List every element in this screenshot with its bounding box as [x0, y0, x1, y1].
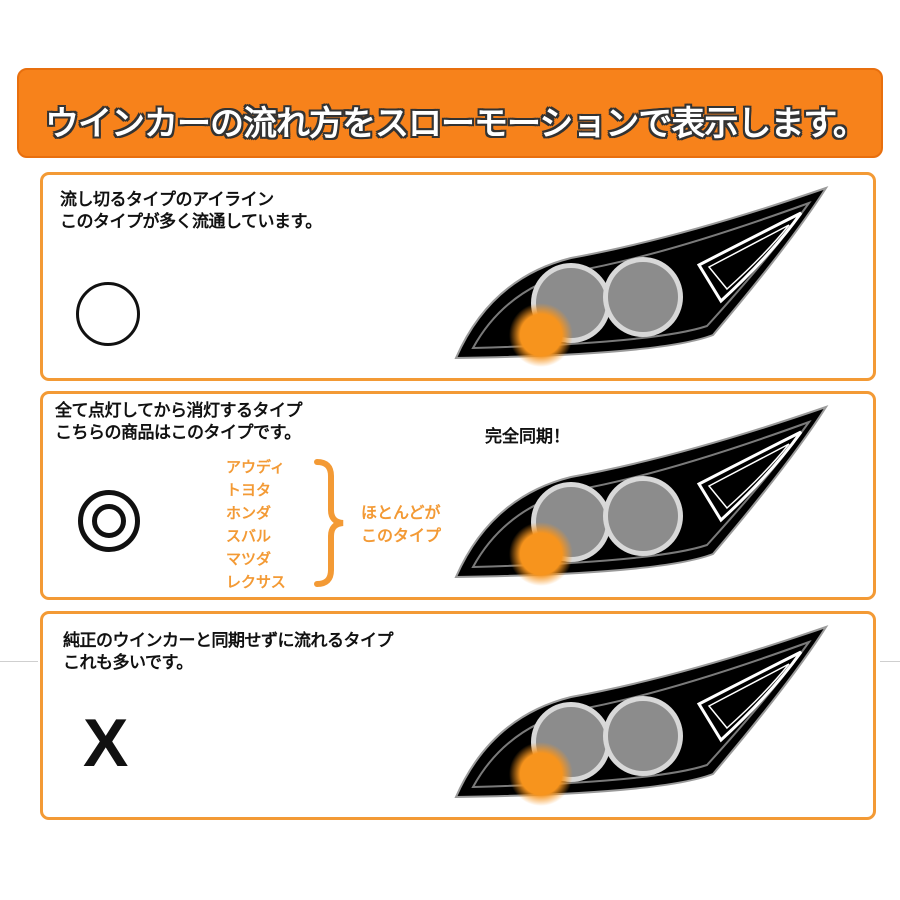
panel-flowing-type: 流し切るタイプのアイライン このタイプが多く流通しています。: [40, 172, 876, 381]
panel-unsynced-type: 純正のウインカーと同期せずに流れるタイプ これも多いです。 X: [40, 611, 876, 820]
panel-2-line-1: 全て点灯してから消灯するタイプ: [55, 401, 303, 421]
majority-note-line-1: ほとんどが: [361, 503, 441, 522]
sync-label: 完全同期！: [485, 427, 570, 447]
header-title: ウインカーの流れ方をスローモーションで表示します。: [45, 104, 867, 144]
divider-line-left: [0, 661, 38, 662]
brand-item: アウディ: [226, 458, 285, 476]
panel-2-line-2: こちらの商品はこのタイプです。: [55, 423, 301, 443]
panel-3-description: 純正のウインカーと同期せずに流れるタイプ これも多いです。: [63, 630, 394, 674]
brand-item: レクサス: [226, 573, 286, 591]
panel-full-light-type: 全て点灯してから消灯するタイプ こちらの商品はこのタイプです。 完全同期！ アウ…: [40, 391, 876, 600]
x-symbol: X: [83, 705, 129, 781]
brand-item: スバル: [226, 527, 272, 545]
brand-item: ホンダ: [226, 504, 272, 522]
panel-1-line-1: 流し切るタイプのアイライン: [60, 190, 274, 210]
panel-1-description: 流し切るタイプのアイライン このタイプが多く流通しています。: [60, 189, 322, 233]
panel-1-line-2: このタイプが多く流通しています。: [60, 212, 322, 232]
divider-line-right: [880, 661, 900, 662]
headlight-illustration: [454, 405, 828, 588]
double-circle-symbol: [78, 490, 140, 552]
panel-2-description: 全て点灯してから消灯するタイプ こちらの商品はこのタイプです。: [55, 400, 303, 444]
circle-symbol: [76, 282, 140, 346]
headlight-illustration: [454, 186, 828, 369]
brand-item: トヨタ: [226, 481, 272, 499]
panel-3-line-2: これも多いです。: [63, 653, 193, 673]
majority-note-line-2: このタイプ: [361, 526, 442, 545]
headlight-illustration: [454, 625, 828, 808]
majority-note: ほとんどが このタイプ: [361, 501, 441, 547]
panel-3-line-1: 純正のウインカーと同期せずに流れるタイプ: [63, 631, 394, 651]
curly-brace-icon: [314, 459, 344, 587]
brand-item: マツダ: [226, 550, 272, 568]
header-banner: ウインカーの流れ方をスローモーションで表示します。: [17, 68, 883, 158]
double-circle-inner: [92, 504, 126, 538]
brand-list: アウディ トヨタ ホンダ スバル マツダ レクサス: [226, 456, 286, 594]
